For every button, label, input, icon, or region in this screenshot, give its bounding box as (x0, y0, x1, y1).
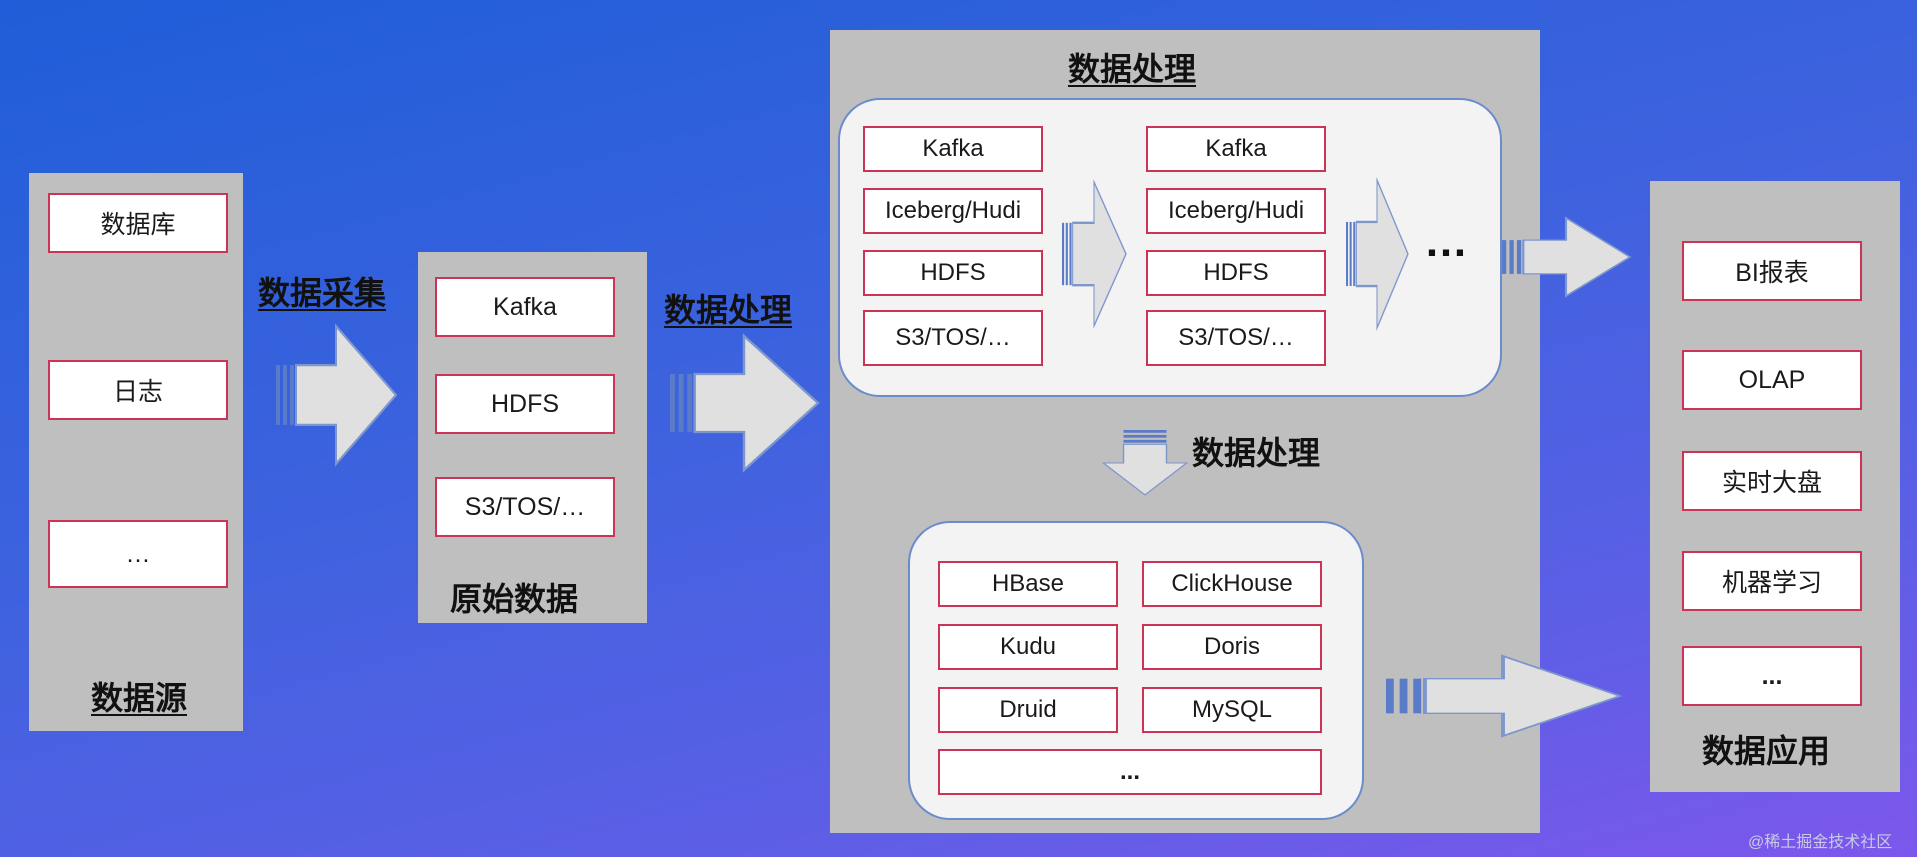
stage1-iceberg: Iceberg/Hudi (863, 188, 1043, 234)
stage2-kafka: Kafka (1146, 126, 1326, 172)
raw-title: 原始数据 (450, 581, 579, 617)
storage-druid: Druid (938, 687, 1118, 733)
source-item-database: 数据库 (48, 193, 228, 253)
source-panel: 数据库 日志 … 数据源 (29, 173, 243, 731)
raw-item-hdfs: HDFS (435, 374, 615, 434)
down-process-label: 数据处理 (1192, 435, 1321, 471)
stage2-s3: S3/TOS/… (1146, 310, 1326, 366)
app-item-more: ... (1682, 646, 1862, 706)
stage-more-ellipsis: … (1424, 217, 1472, 266)
source-item-logs: 日志 (48, 360, 228, 420)
raw-item-s3: S3/TOS/… (435, 477, 615, 537)
app-item-bi-report: BI报表 (1682, 241, 1862, 301)
application-title: 数据应用 (1702, 733, 1831, 769)
process-arrow (668, 334, 820, 472)
stage2-iceberg: Iceberg/Hudi (1146, 188, 1326, 234)
processing-title: 数据处理 (1068, 51, 1197, 87)
stage2-to-more-arrow (1344, 178, 1410, 330)
source-item-more: … (48, 520, 228, 588)
stage1-hdfs: HDFS (863, 250, 1043, 296)
collect-label: 数据采集 (258, 275, 387, 311)
application-panel: BI报表 OLAP 实时大盘 机器学习 ... 数据应用 (1650, 181, 1900, 792)
stream-stages-bubble: Kafka Iceberg/Hudi HDFS S3/TOS/… Kafka I… (838, 98, 1502, 397)
collect-arrow (274, 324, 398, 466)
app-item-olap: OLAP (1682, 350, 1862, 410)
storage-kudu: Kudu (938, 624, 1118, 670)
source-title: 数据源 (91, 680, 188, 716)
stream-to-app-arrow (1500, 216, 1632, 298)
storage-mysql: MySQL (1142, 687, 1322, 733)
raw-item-kafka: Kafka (435, 277, 615, 337)
storage-to-app-arrow (1384, 654, 1622, 738)
stage1-kafka: Kafka (863, 126, 1043, 172)
stage2-hdfs: HDFS (1146, 250, 1326, 296)
stage1-to-stage2-arrow (1060, 180, 1128, 328)
down-process-arrow (1101, 430, 1189, 496)
raw-panel: Kafka HDFS S3/TOS/… 原始数据 (418, 252, 647, 623)
app-item-machine-learning: 机器学习 (1682, 551, 1862, 611)
storage-bubble: HBase ClickHouse Kudu Doris Druid MySQL … (908, 521, 1364, 820)
process-label: 数据处理 (664, 292, 793, 328)
storage-hbase: HBase (938, 561, 1118, 607)
app-item-realtime-dashboard: 实时大盘 (1682, 451, 1862, 511)
storage-clickhouse: ClickHouse (1142, 561, 1322, 607)
watermark: @稀土掘金技术社区 (1748, 834, 1893, 851)
stage1-s3: S3/TOS/… (863, 310, 1043, 366)
storage-more: ... (938, 749, 1322, 795)
processing-panel: 数据处理 Kafka Iceberg/Hudi HDFS S3/TOS/… Ka… (830, 30, 1540, 833)
storage-doris: Doris (1142, 624, 1322, 670)
